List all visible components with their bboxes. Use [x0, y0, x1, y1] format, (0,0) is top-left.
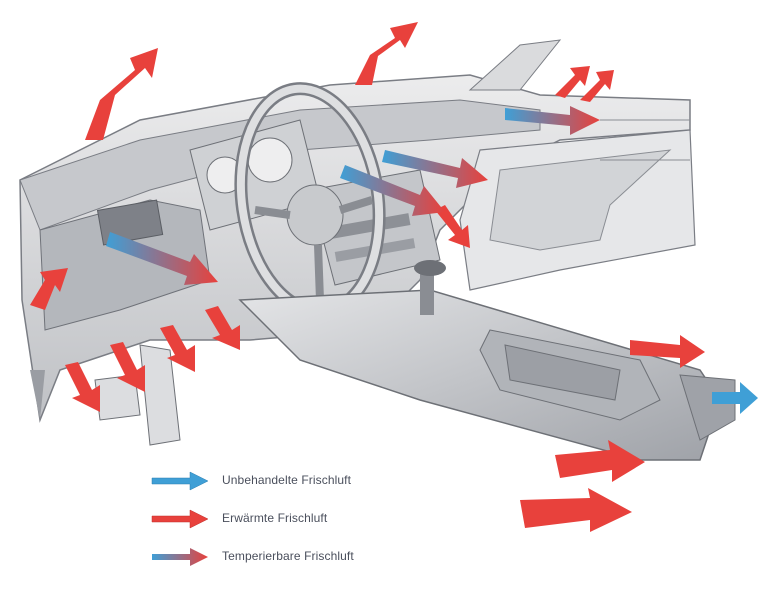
- red-arrow-console: [630, 335, 705, 368]
- red-arrow-rear-1: [555, 440, 645, 482]
- red-arrow-footwell-4: [205, 306, 240, 350]
- legend-label-heated-air: Erwärmte Frischluft: [222, 511, 328, 525]
- red-arrow-footwell-3: [160, 325, 195, 372]
- blue-arrow-air-intake: [712, 382, 758, 414]
- gear-lever: [420, 265, 434, 315]
- red-arrow-footwell-2: [110, 342, 145, 392]
- red-arrow-center-lower: [435, 205, 470, 248]
- red-blue-arrow-left-vent: [106, 232, 218, 285]
- red-arrow-windshield-left: [85, 48, 158, 140]
- legend-item-temperable-air: Temperierbare Frischluft: [150, 544, 450, 572]
- legend-item-heated-air: Erwärmte Frischluft: [150, 506, 450, 534]
- heated-air-arrows: [30, 22, 705, 532]
- red-arrow-footwell-1: [65, 362, 100, 412]
- pedals: [30, 344, 181, 446]
- red-arrow-windshield-center: [355, 22, 418, 85]
- center-console: [238, 260, 736, 461]
- red-arrow-rear-2: [520, 488, 632, 532]
- passenger-side-trim: [459, 39, 696, 291]
- legend: Unbehandelte Frischluft Erwärmte Frischl…: [150, 468, 450, 578]
- red-arrow-icon: [151, 509, 209, 529]
- instrument-cluster: [189, 119, 321, 231]
- fresh-air-arrows: [106, 106, 758, 414]
- legend-label-untreated-air: Unbehandelte Frischluft: [222, 473, 352, 487]
- red-arrow-windshield-right-2: [580, 70, 614, 102]
- legend-item-untreated-air: Unbehandelte Frischluft: [150, 468, 450, 496]
- red-blue-arrow-center-vent-1: [340, 165, 445, 216]
- blue-arrow-icon: [151, 471, 209, 491]
- red-blue-arrow-icon: [152, 548, 208, 566]
- red-arrow-windshield-right-1: [555, 66, 590, 98]
- red-arrow-left-side: [30, 268, 68, 310]
- red-blue-arrow-center-vent-2: [382, 150, 488, 188]
- red-blue-arrow-right-vent: [505, 106, 600, 135]
- legend-label-temperable-air: Temperierbare Frischluft: [222, 549, 354, 563]
